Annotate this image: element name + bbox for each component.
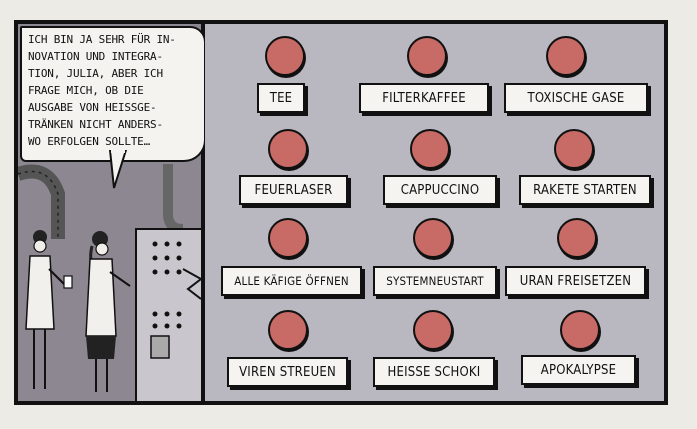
- bubble-line: NOVATION UND INTEGRA-: [28, 50, 163, 63]
- tee-button[interactable]: [265, 36, 305, 76]
- bubble-line: ICH BIN JA SEHR FÜR IN-: [28, 33, 176, 46]
- heisse-schoki-label: HEISSE SCHOKI: [373, 357, 495, 387]
- alle-kaefige-oeffnen-button[interactable]: [268, 218, 308, 258]
- apokalypse-label: APOKALYPSE: [521, 355, 636, 385]
- rakete-starten-button[interactable]: [554, 129, 594, 169]
- uran-freisetzen-label: URAN FREISETZEN: [505, 266, 646, 296]
- filterkaffee-label: FILTERKAFFEE: [359, 83, 489, 113]
- bubble-line: AUSGABE VON HEISSGE-: [28, 101, 157, 114]
- rakete-starten-label: RAKETE STARTEN: [519, 175, 651, 205]
- figures-illustration: [18, 164, 201, 401]
- cappuccino-button[interactable]: [410, 129, 450, 169]
- alle-kaefige-oeffnen-label: ALLE KÄFIGE ÖFFNEN: [221, 266, 362, 296]
- cappuccino-label: CAPPUCCINO: [383, 175, 497, 205]
- bubble-line: WO ERFOLGEN SOLLTE…: [28, 135, 151, 148]
- bubble-line: FRAGE MICH, OB DIE: [28, 84, 144, 97]
- speech-bubble-tail: [108, 150, 128, 189]
- filterkaffee-button[interactable]: [407, 36, 447, 76]
- speech-bubble-text: ICH BIN JA SEHR FÜR IN- NOVATION UND INT…: [28, 31, 198, 150]
- heisse-schoki-button[interactable]: [413, 310, 453, 350]
- viren-streuen-button[interactable]: [268, 310, 308, 350]
- toxische-gase-button[interactable]: [546, 36, 586, 76]
- speech-bubble: [20, 26, 206, 162]
- tee-label: TEE: [257, 83, 305, 113]
- toxische-gase-label: TOXISCHE GASE: [504, 83, 648, 113]
- feuerlaser-button[interactable]: [268, 129, 308, 169]
- bubble-line: TION, JULIA, ABER ICH: [28, 67, 163, 80]
- feuerlaser-label: FEUERLASER: [239, 175, 348, 205]
- apokalypse-button[interactable]: [560, 310, 600, 350]
- uran-freisetzen-button[interactable]: [557, 218, 597, 258]
- bubble-line: TRÄNKEN NICHT ANDERS-: [28, 118, 163, 131]
- systemneustart-label: SYSTEMNEUSTART: [373, 266, 497, 296]
- systemneustart-button[interactable]: [413, 218, 453, 258]
- viren-streuen-label: VIREN STREUEN: [227, 357, 348, 387]
